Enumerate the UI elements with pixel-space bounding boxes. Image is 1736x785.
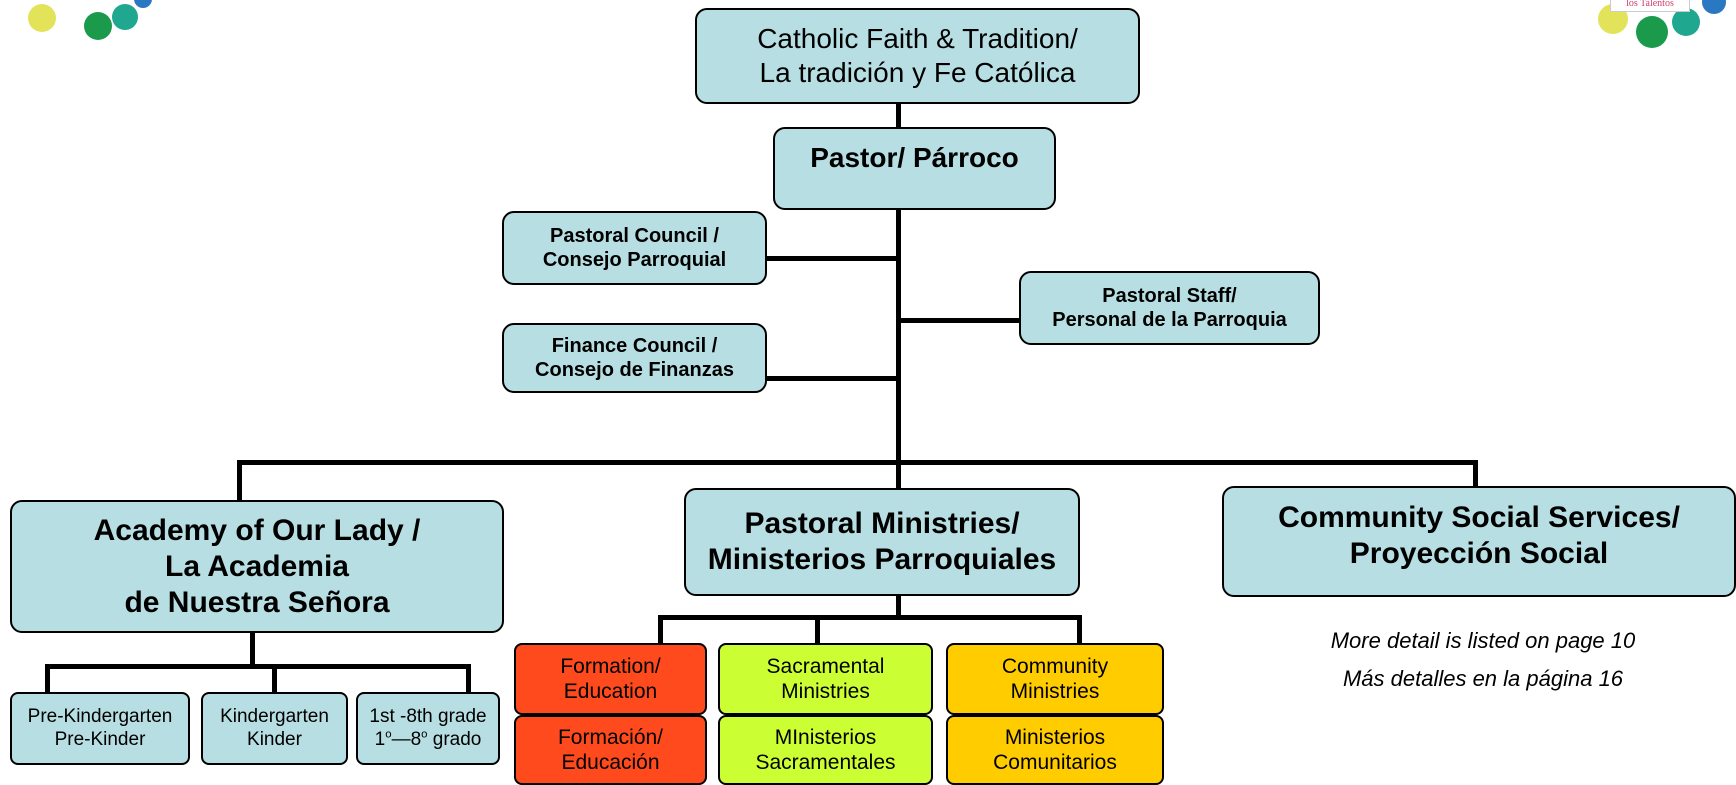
right-logo: los Talentos — [1580, 0, 1736, 50]
grades-box: 1st -8th grade 1o—8o grado — [356, 692, 500, 765]
finance-council-es: Consejo de Finanzas — [535, 359, 734, 381]
logo-dot-blue — [1702, 0, 1726, 14]
connector-kinder — [272, 664, 277, 692]
faith-tradition-box: Catholic Faith & Tradition/ La tradición… — [695, 8, 1140, 104]
community-es-box: Ministerios Comunitarios — [946, 715, 1164, 785]
logo-dot-teal — [1672, 8, 1700, 36]
social-title-es: Proyección Social — [1349, 537, 1609, 570]
prek-en: Pre-Kindergarten — [27, 705, 173, 727]
faith-line-es: La tradición y Fe Católica — [759, 57, 1076, 88]
sacramental-es-line-1: MInisterios — [774, 725, 877, 749]
pastor-label: Pastor/ Párroco — [810, 142, 1019, 173]
pastoral-staff-es: Personal de la Parroquia — [1052, 309, 1287, 331]
connector-sacramental — [815, 615, 820, 645]
kinder-en: Kindergarten — [220, 705, 329, 727]
connector-ministries-down — [896, 594, 901, 620]
formation-es-box: Formación/ Educación — [514, 715, 707, 785]
connector-staff — [896, 318, 1021, 323]
sacramental-es-box: MInisterios Sacramentales — [718, 715, 933, 785]
academy-line-1: Academy of Our Lady / — [93, 513, 421, 547]
social-title-en: Community Social Services/ — [1278, 501, 1680, 534]
logo-dot-yellow — [28, 4, 56, 32]
logo-dot-green — [1636, 16, 1668, 48]
kinder-es: Kinder — [247, 728, 302, 750]
community-es-line-2: Comunitarios — [993, 751, 1117, 774]
connector-ministries-horizontal — [658, 615, 1082, 620]
logo-dot-blue — [134, 0, 152, 8]
connector-community — [1077, 615, 1082, 645]
pastoral-staff-en: Pastoral Staff/ — [1102, 285, 1237, 307]
connector-main-horizontal — [237, 460, 1478, 465]
connector-academy-down — [250, 632, 255, 668]
community-en-line-1: Community — [1001, 654, 1109, 678]
formation-es-line-2: Educación — [561, 751, 660, 774]
ministries-title-en: Pastoral Ministries/ — [744, 507, 1020, 540]
community-en-line-2: Ministries — [1010, 680, 1100, 703]
connector-prek — [45, 664, 50, 692]
finance-council-box: Finance Council / Consejo de Finanzas — [502, 323, 767, 393]
finance-council-en: Finance Council / — [551, 335, 718, 357]
kindergarten-box: Kindergarten Kinder — [201, 692, 348, 765]
pastoral-council-box: Pastoral Council / Consejo Parroquial — [502, 211, 767, 285]
prek-es: Pre-Kinder — [54, 728, 146, 750]
connector-trunk — [896, 103, 901, 465]
more-detail-note-es: Más detalles en la página 16 — [1342, 666, 1624, 691]
logo-dot-green — [84, 12, 112, 40]
connector-ministries-drop — [896, 460, 901, 490]
connector-finance-council — [766, 376, 899, 381]
ministries-title-es: Ministerios Parroquiales — [707, 543, 1057, 576]
connector-pastoral-council — [766, 256, 899, 261]
community-en-box: Community Ministries — [946, 643, 1164, 715]
formation-es-line-1: Formación/ — [557, 725, 664, 749]
sacramental-en-line-1: Sacramental — [766, 654, 885, 678]
academy-box: Academy of Our Lady / La Academia de Nue… — [10, 500, 504, 633]
grades-en: 1st -8th grade — [369, 705, 487, 727]
formation-en-line-2: Education — [563, 680, 658, 703]
academy-line-2: La Academia — [165, 549, 349, 583]
connector-academy-horizontal — [45, 664, 471, 669]
community-es-line-1: Ministerios — [1004, 725, 1106, 749]
pastoral-staff-box: Pastoral Staff/ Personal de la Parroquia — [1019, 271, 1320, 345]
faith-line-en: Catholic Faith & Tradition/ — [757, 23, 1078, 55]
formation-en-box: Formation/ Education — [514, 643, 707, 715]
social-services-box: Community Social Services/ Proyección So… — [1222, 486, 1736, 597]
academy-line-3: de Nuestra Señora — [124, 585, 390, 619]
pastoral-council-en: Pastoral Council / — [550, 225, 719, 247]
sacramental-en-box: Sacramental Ministries — [718, 643, 933, 715]
connector-academy-drop — [237, 460, 242, 502]
connector-formation — [658, 615, 663, 645]
formation-en-line-1: Formation/ — [560, 654, 661, 678]
left-logo — [0, 0, 152, 45]
logo-dot-teal — [112, 4, 138, 30]
sacramental-en-line-2: Ministries — [781, 680, 870, 703]
pastoral-council-es: Consejo Parroquial — [542, 249, 727, 271]
sacramental-es-line-2: Sacramentales — [755, 751, 896, 774]
prek-box: Pre-Kindergarten Pre-Kinder — [10, 692, 190, 765]
grades-es: 1o—8o grado — [374, 728, 482, 750]
connector-grades — [466, 664, 471, 692]
more-detail-note-en: More detail is listed on page 10 — [1330, 628, 1636, 653]
pastoral-ministries-box: Pastoral Ministries/ Ministerios Parroqu… — [684, 488, 1080, 596]
pastor-box: Pastor/ Párroco — [773, 127, 1056, 210]
logo-wordmark: los Talentos — [1610, 0, 1690, 12]
connector-social-drop — [1473, 460, 1478, 488]
